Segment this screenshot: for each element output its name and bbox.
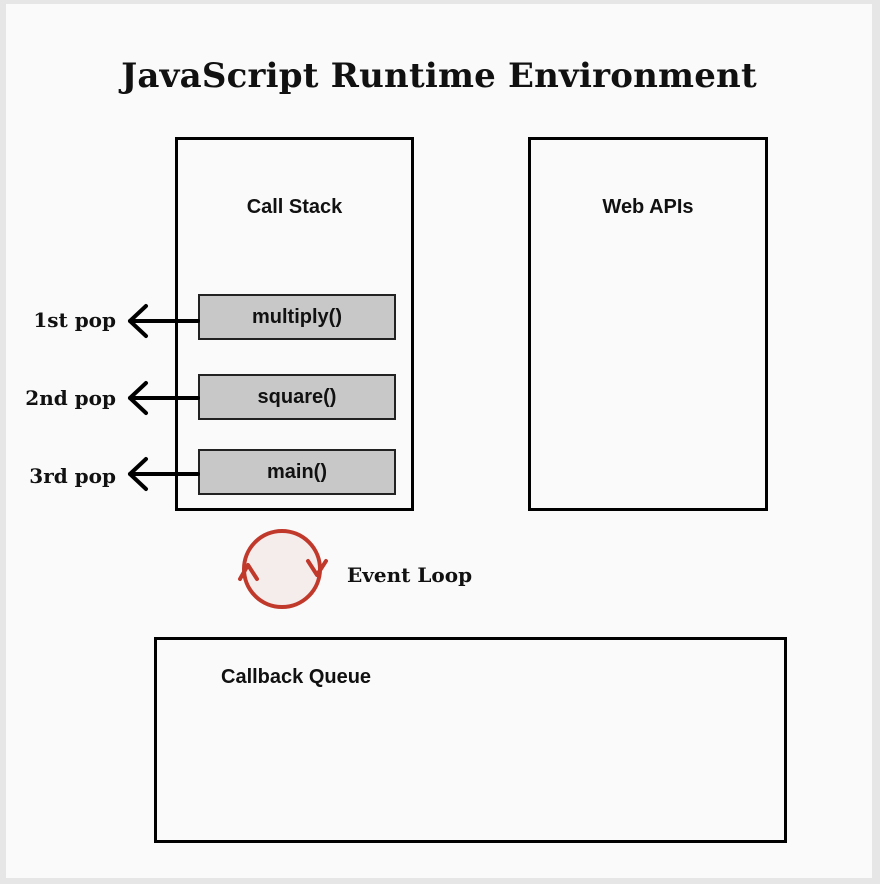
- diagram-title: JavaScript Runtime Environment: [121, 56, 757, 96]
- event-loop-label: Event Loop: [347, 563, 473, 587]
- stack-frame-multiply: multiply(): [198, 294, 396, 340]
- web-apis-label: Web APIs: [602, 196, 694, 218]
- diagram-canvas: JavaScript Runtime Environment Call Stac…: [6, 4, 872, 878]
- callback-queue-label: Callback Queue: [221, 666, 372, 688]
- call-stack-label: Call Stack: [246, 196, 343, 218]
- stack-frame-square: square(): [198, 374, 396, 420]
- pop-label-first: 1st pop: [33, 308, 116, 332]
- callback-queue-box: Callback Queue: [154, 637, 787, 843]
- web-apis-box: Web APIs: [528, 137, 768, 511]
- event-loop-icon: [238, 529, 328, 609]
- pop-label-third: 3rd pop: [29, 464, 116, 488]
- pop-label-second: 2nd pop: [25, 386, 116, 410]
- stack-frame-main: main(): [198, 449, 396, 495]
